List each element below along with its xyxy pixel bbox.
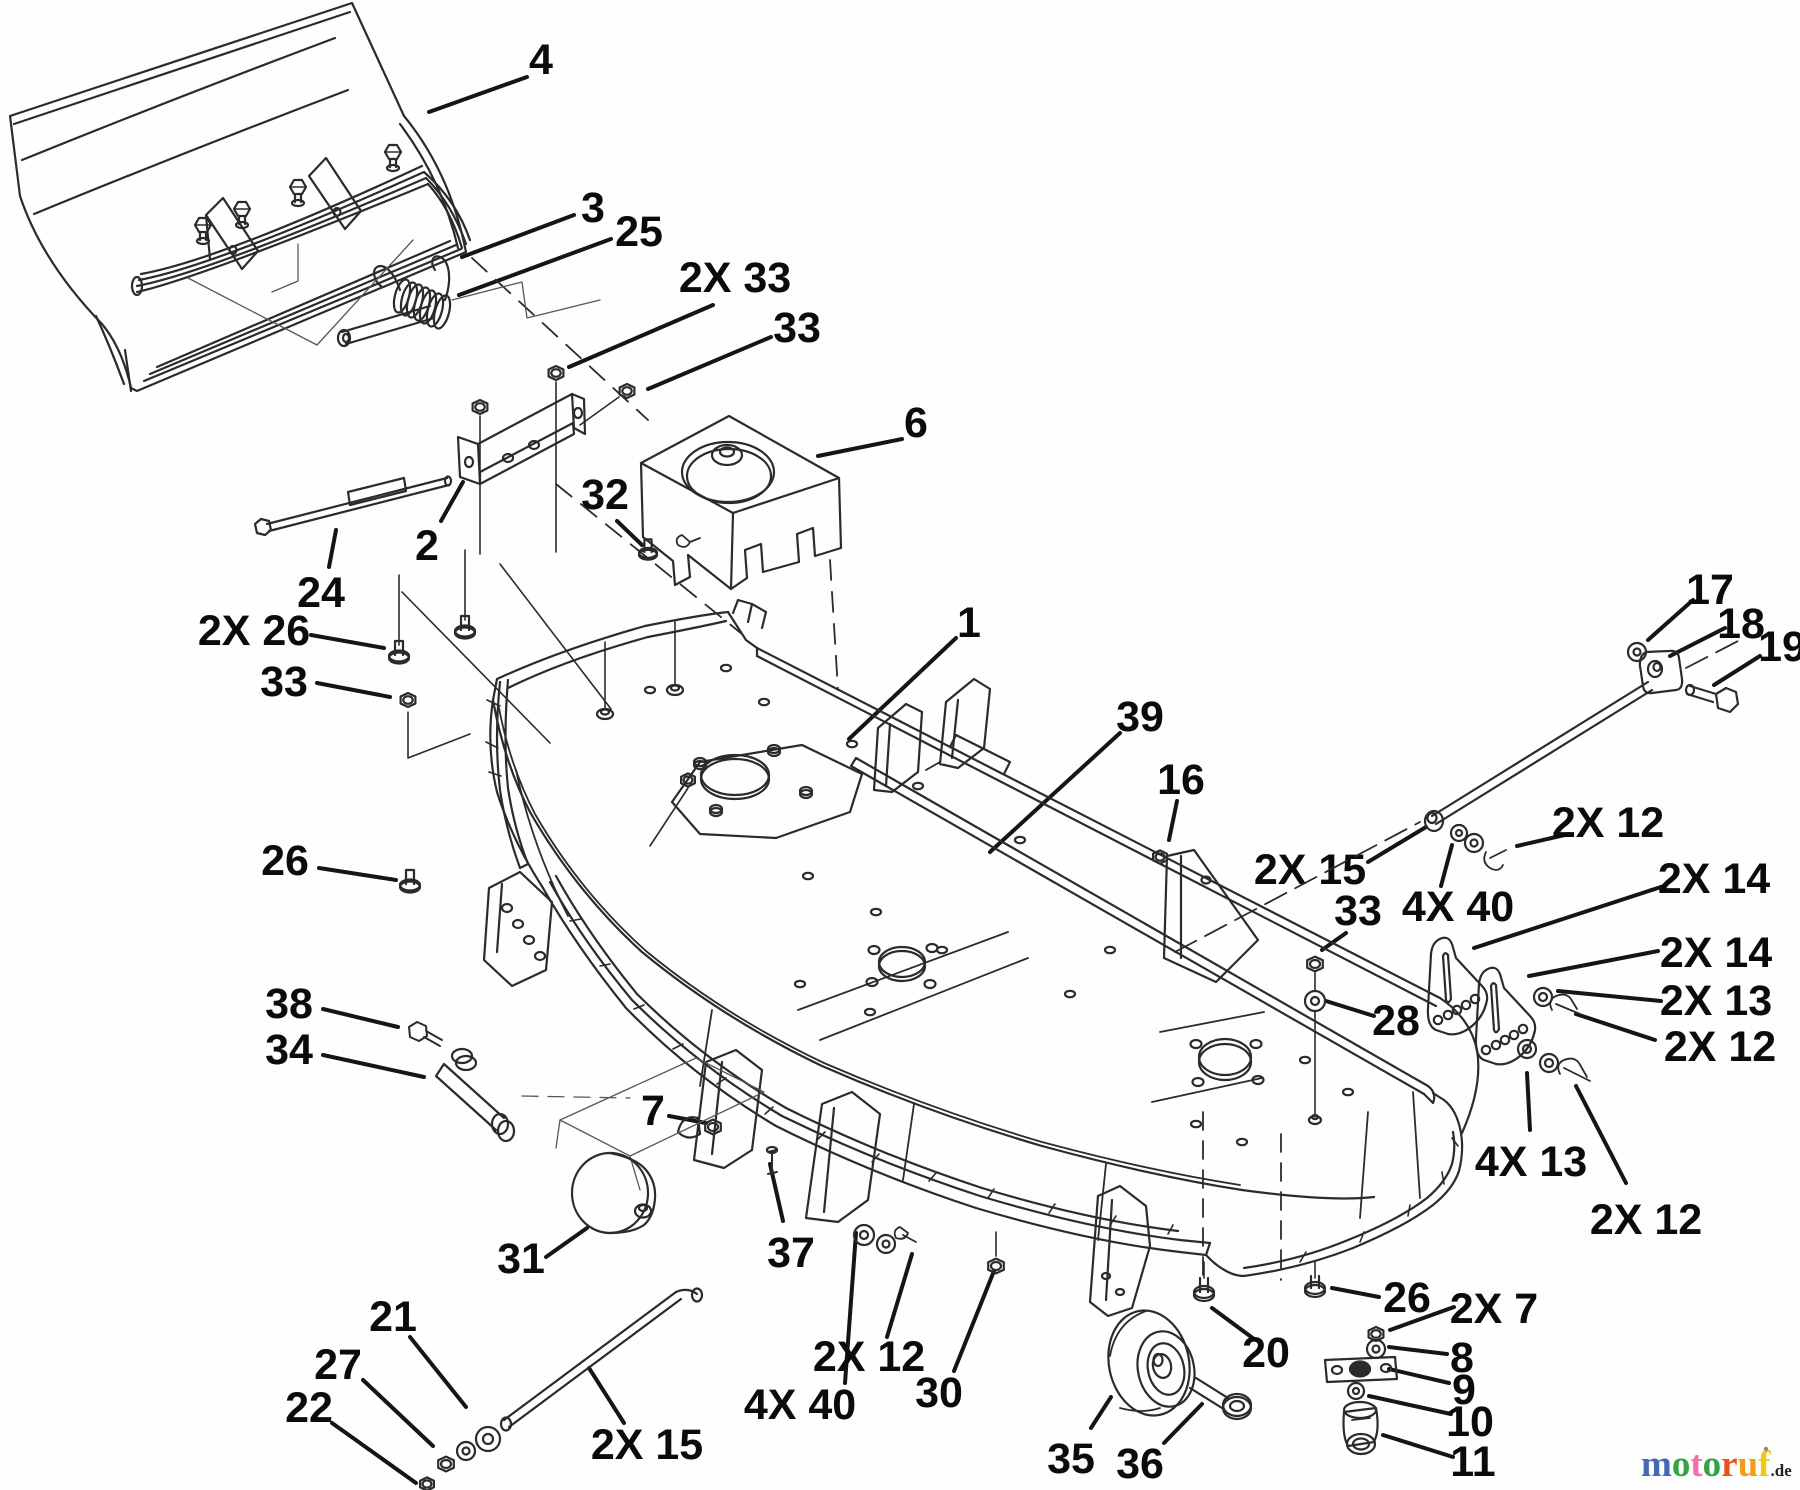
svg-text:38: 38 [265,980,313,1028]
svg-text:2X 14: 2X 14 [1660,929,1772,977]
svg-text:2X 7: 2X 7 [1450,1285,1538,1333]
svg-text:2X 12: 2X 12 [1552,799,1664,847]
svg-text:26: 26 [261,837,309,885]
svg-text:8: 8 [1450,1334,1474,1382]
svg-text:2X 12: 2X 12 [1590,1196,1702,1244]
svg-text:2X 14: 2X 14 [1658,855,1770,903]
svg-text:24: 24 [297,569,345,617]
svg-text:32: 32 [581,471,629,519]
svg-text:1: 1 [957,599,981,647]
svg-text:11: 11 [1450,1438,1495,1486]
svg-text:2: 2 [415,522,439,570]
svg-text:33: 33 [260,658,308,706]
svg-text:18: 18 [1717,600,1765,648]
svg-text:39: 39 [1116,693,1164,741]
svg-text:22: 22 [285,1384,333,1432]
svg-text:17: 17 [1686,566,1734,614]
svg-text:26: 26 [1383,1274,1431,1322]
svg-text:2X 12: 2X 12 [813,1333,925,1381]
svg-text:4X 13: 4X 13 [1475,1138,1587,1186]
svg-text:34: 34 [265,1026,313,1074]
svg-text:30: 30 [915,1369,963,1417]
svg-text:20: 20 [1242,1329,1290,1377]
svg-text:16: 16 [1157,756,1205,804]
svg-text:6: 6 [904,399,928,447]
svg-text:2X 15: 2X 15 [591,1421,703,1469]
svg-text:7: 7 [641,1087,665,1135]
svg-text:4X 40: 4X 40 [744,1381,856,1429]
svg-text:9: 9 [1452,1366,1476,1414]
svg-text:19: 19 [1758,623,1800,671]
svg-text:33: 33 [1334,887,1382,935]
svg-text:27: 27 [314,1341,362,1389]
svg-text:4: 4 [529,36,553,84]
svg-text:2X 13: 2X 13 [1660,977,1772,1025]
svg-text:35: 35 [1047,1435,1095,1483]
svg-text:25: 25 [615,208,663,256]
svg-text:2X 26: 2X 26 [198,607,310,655]
svg-text:motoruf.de: motoruf.de [1641,1444,1792,1485]
svg-text:36: 36 [1116,1440,1164,1488]
svg-text:2X 12: 2X 12 [1664,1023,1776,1071]
svg-text:31: 31 [497,1235,545,1283]
svg-text:33: 33 [773,304,821,352]
svg-text:28: 28 [1372,997,1420,1045]
svg-text:2X 15: 2X 15 [1254,846,1366,894]
svg-text:37: 37 [767,1229,815,1277]
svg-text:4X 40: 4X 40 [1402,883,1514,931]
svg-text:21: 21 [369,1293,417,1341]
svg-text:10: 10 [1446,1398,1494,1446]
svg-text:3: 3 [581,184,605,232]
svg-text:2X 33: 2X 33 [679,254,791,302]
